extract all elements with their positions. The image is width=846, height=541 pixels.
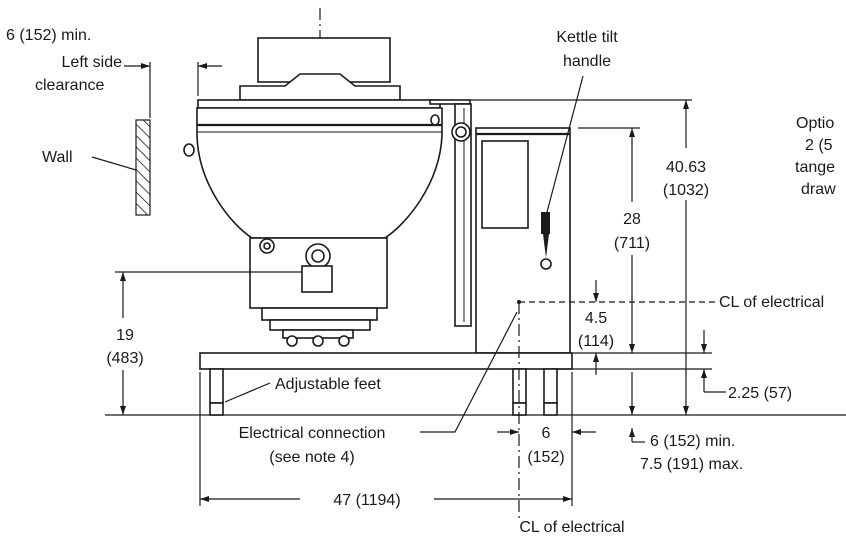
label-outlet-height: 19 (483) bbox=[106, 327, 143, 367]
label-electrical-offset: 4.5 (114) bbox=[578, 310, 614, 350]
feet-leader bbox=[224, 382, 271, 403]
kettle-lid bbox=[197, 37, 471, 109]
svg-text:(711): (711) bbox=[614, 235, 650, 252]
electrical-connection-leader bbox=[420, 311, 518, 433]
svg-text:6: 6 bbox=[542, 425, 551, 442]
dim-overall-width bbox=[199, 372, 573, 506]
svg-text:28: 28 bbox=[623, 211, 641, 228]
label-right-clearance: 6 (152) min. 7.5 (191) max. bbox=[640, 433, 743, 473]
kettle-base bbox=[249, 237, 388, 347]
svg-text:handle: handle bbox=[563, 53, 611, 70]
label-overall-height: 40.63 (1032) bbox=[663, 159, 709, 199]
svg-text:7.5 (191) max.: 7.5 (191) max. bbox=[640, 456, 743, 473]
svg-text:(see note 4): (see note 4) bbox=[269, 449, 354, 466]
dim-electrical-6 bbox=[497, 429, 596, 435]
svg-text:(483): (483) bbox=[106, 350, 143, 367]
svg-text:19: 19 bbox=[116, 327, 134, 344]
label-electrical-6: 6 (152) bbox=[527, 425, 564, 466]
label-electrical-connection: Electrical connection (see note 4) bbox=[239, 425, 386, 466]
dim-overall-height bbox=[470, 99, 692, 415]
dim-leg-height bbox=[557, 330, 726, 393]
pedestal-column bbox=[451, 103, 472, 327]
tilt-handle-leader bbox=[546, 75, 584, 213]
label-adjustable-feet: Adjustable feet bbox=[275, 376, 381, 393]
label-left-clearance: 6 (152) min. Left side clearance bbox=[6, 27, 122, 94]
svg-text:tange: tange bbox=[795, 159, 835, 176]
svg-text:Left side: Left side bbox=[62, 54, 123, 71]
dim-left-clearance bbox=[124, 62, 222, 118]
svg-text:Electrical connection: Electrical connection bbox=[239, 425, 386, 442]
label-tilt-handle: Kettle tilt handle bbox=[556, 29, 618, 70]
base-frame bbox=[199, 352, 573, 416]
kettle-bowl bbox=[183, 107, 443, 239]
svg-text:4.5: 4.5 bbox=[585, 310, 607, 327]
wall bbox=[135, 119, 151, 216]
dim-right-clearance bbox=[629, 372, 645, 443]
svg-text:(114): (114) bbox=[578, 333, 614, 350]
wall-leader bbox=[91, 156, 137, 171]
svg-text:draw: draw bbox=[801, 181, 836, 198]
svg-text:6 (152) min.: 6 (152) min. bbox=[6, 27, 91, 44]
label-cl-electrical-right: CL of electrical bbox=[719, 294, 824, 311]
label-optional-drawoff: Optio 2 (5 tange draw bbox=[795, 115, 836, 198]
svg-text:(1032): (1032) bbox=[663, 182, 709, 199]
label-overall-width: 47 (1194) bbox=[333, 492, 400, 509]
dim-electrical-offset bbox=[572, 280, 712, 375]
label-handle-height: 28 (711) bbox=[614, 211, 650, 252]
label-leg-height: 2.25 (57) bbox=[728, 385, 792, 402]
drain-fittings bbox=[282, 329, 354, 347]
svg-text:6 (152) min.: 6 (152) min. bbox=[650, 433, 735, 450]
dim-handle-height bbox=[578, 127, 640, 353]
svg-text:2 (5: 2 (5 bbox=[805, 137, 833, 154]
svg-text:Optio: Optio bbox=[796, 115, 834, 132]
control-cabinet bbox=[475, 127, 571, 354]
svg-text:40.63: 40.63 bbox=[666, 159, 706, 176]
svg-text:(152): (152) bbox=[527, 449, 564, 466]
svg-text:clearance: clearance bbox=[35, 77, 104, 94]
dim-outlet-height bbox=[115, 271, 302, 415]
label-cl-electrical-bottom: CL of electrical bbox=[519, 519, 624, 536]
label-wall: Wall bbox=[42, 149, 73, 166]
svg-text:Kettle tilt: Kettle tilt bbox=[556, 29, 618, 46]
tilt-handle bbox=[540, 212, 552, 270]
